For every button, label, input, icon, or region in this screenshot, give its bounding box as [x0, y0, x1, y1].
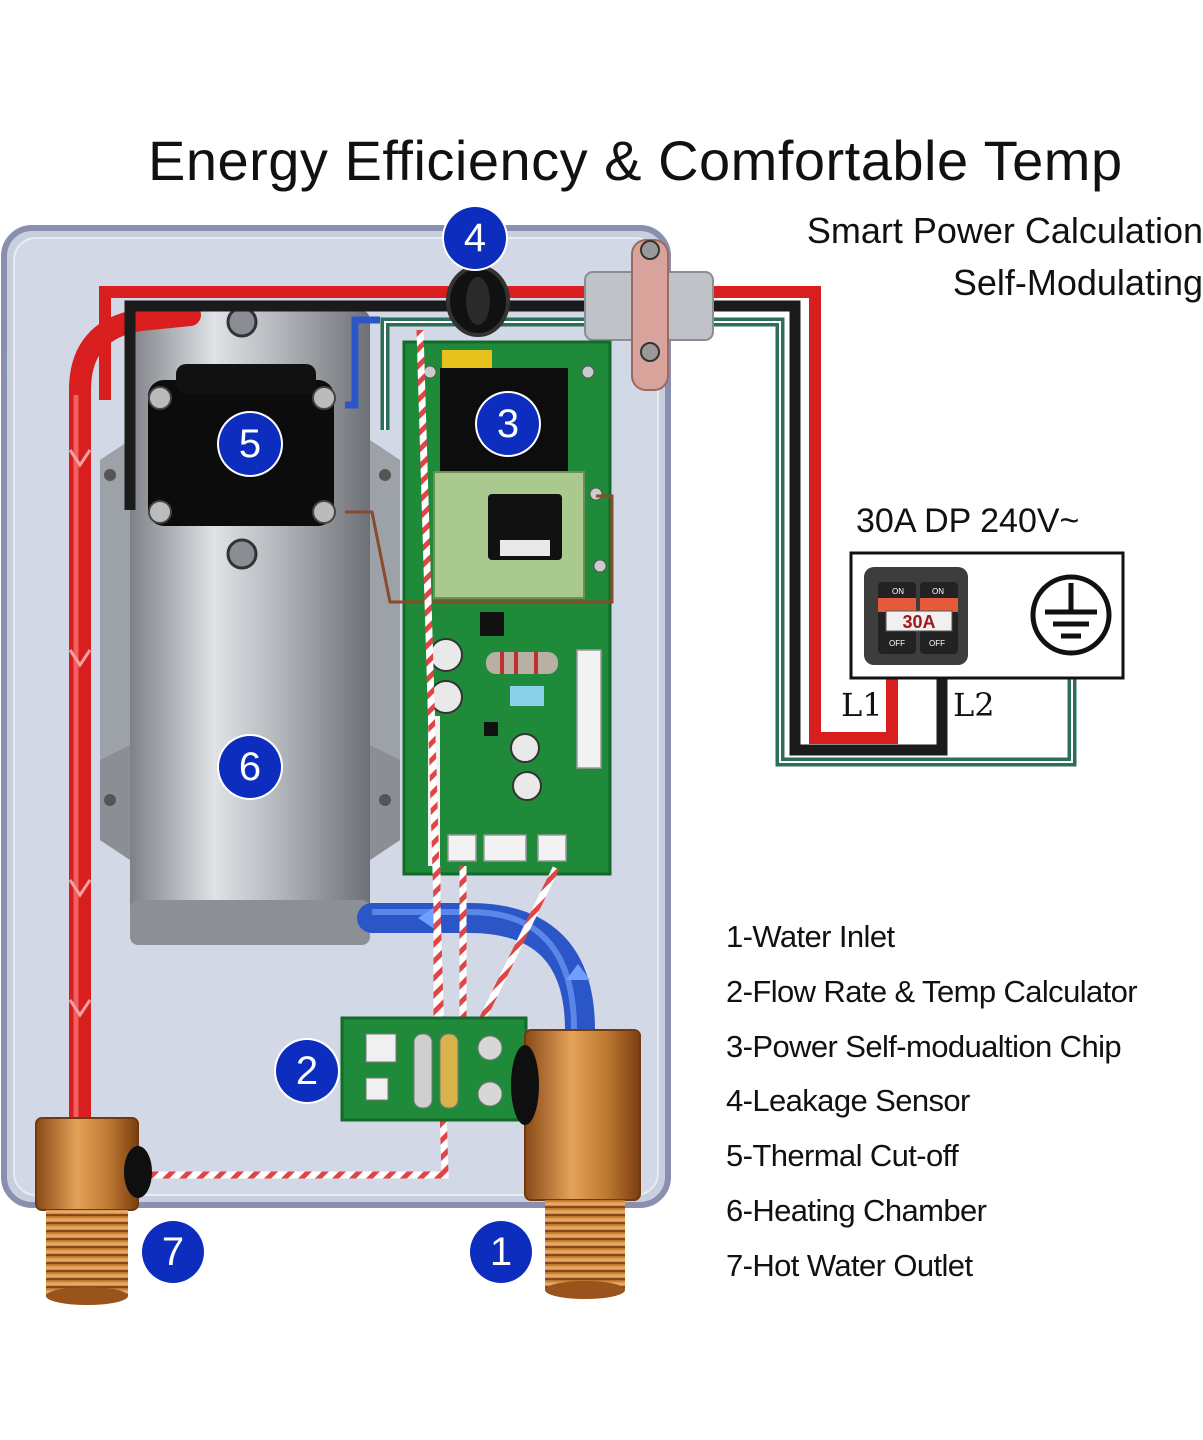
flow-arrow-cold-2 [566, 964, 590, 980]
callout-badge-5: 5 [219, 413, 281, 475]
legend-item-leakage-sensor: 4-Leakage Sensor [726, 1083, 970, 1119]
breaker-off-label-2: OFF [929, 639, 945, 648]
hot-water-outlet-fitting [35, 1117, 152, 1305]
breaker-on-label-2: ON [932, 587, 944, 596]
breaker-off-label-1: OFF [889, 639, 905, 648]
cable-clamp [584, 239, 714, 391]
page-title: Energy Efficiency & Comfortable Temp [148, 129, 1123, 192]
breaker-on-label-1: ON [892, 587, 904, 596]
legend-item-power-chip: 3-Power Self-modualtion Chip [726, 1028, 1122, 1064]
callout-badge-4: 4 [444, 207, 506, 269]
red-power-wire [99, 286, 898, 744]
flow-temp-board [340, 1016, 528, 1122]
callout-badge-3: 3 [477, 393, 539, 455]
flow-arrow-cold-1 [418, 906, 436, 930]
legend-item-water-inlet: 1-Water Inlet [726, 919, 895, 954]
legend-item-thermal-cutoff: 5-Thermal Cut-off [726, 1138, 959, 1174]
breaker-switch: ON ON OFF OFF 30A [864, 567, 968, 665]
wire-label-l2: L2 [953, 686, 995, 724]
callout-badge-2: 2 [276, 1040, 338, 1102]
callout-badge-1: 1 [470, 1221, 532, 1283]
legend-item-hot-water-outlet: 7-Hot Water Outlet [726, 1247, 973, 1283]
flow-arrows-hot [68, 449, 92, 1018]
breaker-switch-text: 30A [902, 612, 935, 632]
component-legend: 1-Water Inlet 2-Flow Rate & Temp Calcula… [726, 915, 1138, 1299]
breaker-rating-label: 30A DP 240V~ [856, 502, 1080, 540]
black-power-wire [124, 300, 948, 756]
wire-label-l1: L1 [841, 686, 883, 724]
striped-sensor-wires [130, 329, 560, 1179]
subtitle-smart-power: Smart Power Calculation [806, 210, 1203, 251]
blue-signal-wire [345, 316, 380, 409]
water-inlet-fitting [511, 1029, 641, 1299]
callout-badge-7: 7 [142, 1221, 204, 1283]
legend-item-heating-chamber: 6-Heating Chamber [726, 1192, 987, 1228]
callout-badge-6: 6 [219, 736, 281, 798]
legend-item-flow-rate-calculator: 2-Flow Rate & Temp Calculator [726, 973, 1138, 1009]
subtitle-self-modulating: Self-Modulating [952, 262, 1203, 303]
ground-symbol-icon [1030, 574, 1112, 656]
sensor-lead [345, 494, 614, 604]
